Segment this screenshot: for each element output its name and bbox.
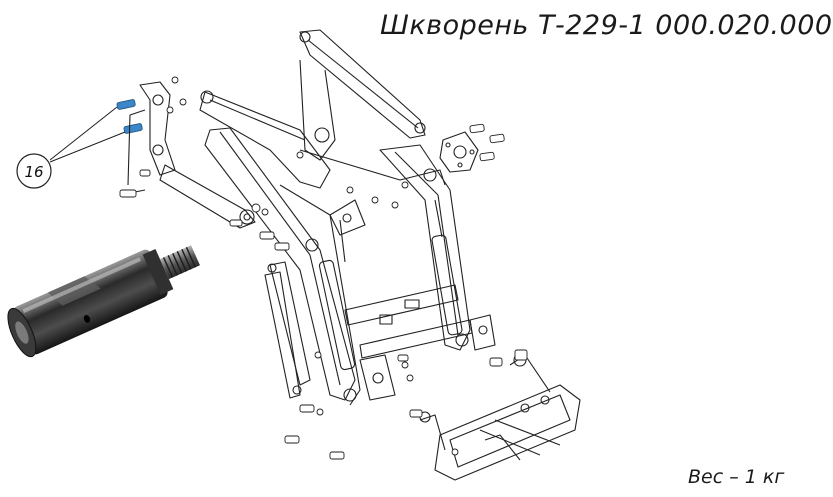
- highlighted-bolt-bottom: [123, 123, 143, 134]
- callout-circle: [16, 153, 52, 189]
- exploded-assembly-drawing: 16: [7, 29, 581, 481]
- part-title: Шкворень Т-229-1 000.020.000: [380, 10, 833, 41]
- loader-frame-linework: [119, 29, 581, 481]
- weight-label: Вес – 1 кг: [688, 466, 785, 488]
- callout-number: 16: [24, 163, 43, 181]
- pin-body: [13, 249, 168, 355]
- callout-16: 16: [16, 106, 126, 189]
- highlighted-bolt-top: [116, 99, 136, 110]
- kingpin-render: [7, 245, 200, 358]
- hardware-parts: [119, 76, 528, 460]
